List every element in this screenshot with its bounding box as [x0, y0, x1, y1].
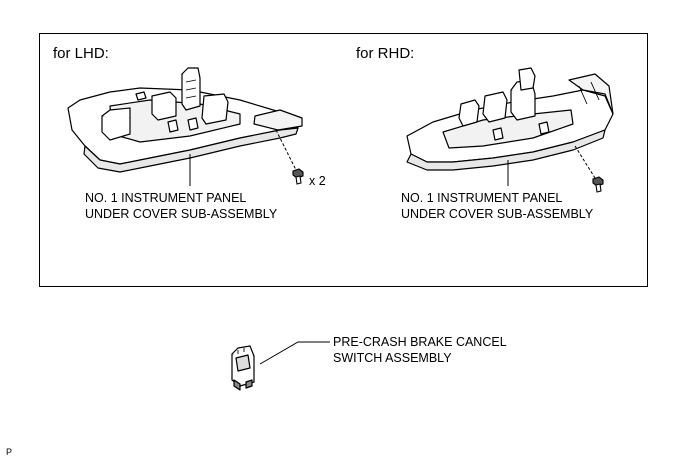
switch-part-label-line1: PRE-CRASH BRAKE CANCEL: [333, 335, 507, 349]
rhd-under-cover-drawing: [406, 67, 614, 186]
switch-part-label-line2: SWITCH ASSEMBLY: [333, 351, 452, 365]
lhd-part-label-line2: UNDER COVER SUB-ASSEMBLY: [85, 207, 278, 221]
lhd-part-label-line1: NO. 1 INSTRUMENT PANEL: [85, 191, 247, 205]
bolt-icon: [592, 176, 604, 193]
rhd-part-label-line1: NO. 1 INSTRUMENT PANEL: [401, 191, 563, 205]
illustration-code: P: [6, 447, 13, 457]
pre-crash-switch-drawing: [231, 341, 330, 391]
lhd-panel: for LHD:: [39, 33, 344, 287]
rhd-panel: for RHD:: [343, 33, 648, 287]
lhd-under-cover-drawing: [67, 67, 303, 186]
switch-part-label: PRE-CRASH BRAKE CANCEL SWITCH ASSEMBLY: [333, 334, 507, 366]
rhd-part-label-line2: UNDER COVER SUB-ASSEMBLY: [401, 207, 594, 221]
bolt-icon: [292, 168, 304, 185]
lhd-heading: for LHD:: [53, 45, 109, 62]
lhd-part-label: NO. 1 INSTRUMENT PANEL UNDER COVER SUB-A…: [85, 190, 277, 222]
rhd-part-label: NO. 1 INSTRUMENT PANEL UNDER COVER SUB-A…: [401, 190, 593, 222]
lhd-bolt-quantity: x 2: [309, 174, 326, 188]
rhd-heading: for RHD:: [356, 45, 415, 62]
